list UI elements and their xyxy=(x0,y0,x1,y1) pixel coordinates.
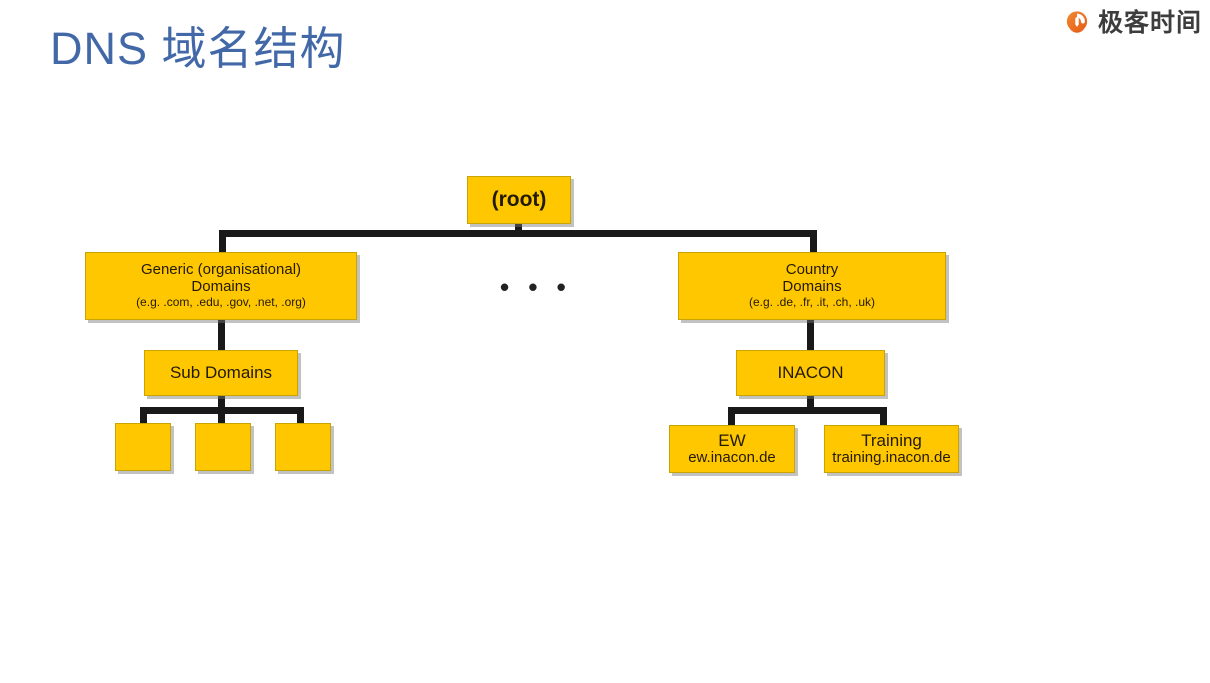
node-ew-line-1: EW xyxy=(718,431,746,451)
node-training-line-2: training.inacon.de xyxy=(832,449,951,467)
brand-logo: 极客时间 xyxy=(1062,8,1202,38)
node-generic-domains-line-1: Generic (organisational) xyxy=(140,261,302,279)
node-country-domains-line-1: Country xyxy=(785,261,839,279)
edge-root-stem xyxy=(515,223,522,236)
node-generic-domains-line-2: Domains xyxy=(191,278,251,296)
edge-training-drop xyxy=(880,407,887,427)
node-sub-child-1 xyxy=(115,423,171,471)
edge-sub-stem xyxy=(218,394,225,410)
node-sub-domains: Sub Domains xyxy=(144,350,298,396)
edge-generic-drop xyxy=(219,230,226,254)
edge-sub-c3-drop xyxy=(297,407,304,425)
node-ew-line-2: ew.inacon.de xyxy=(688,449,776,467)
node-country-domains-line-3: (e.g. .de, .fr, .it, .ch, .uk) xyxy=(748,295,876,310)
node-training-line-1: Training xyxy=(861,431,922,451)
node-root-line-1: (root) xyxy=(491,188,547,212)
edge-inacon-bus xyxy=(728,407,887,414)
node-sub-child-2 xyxy=(195,423,251,471)
node-sub-domains-line-1: Sub Domains xyxy=(169,363,273,383)
edge-sub-c1-drop xyxy=(140,407,147,425)
edge-sub-c2-drop xyxy=(218,407,225,425)
node-inacon: INACON xyxy=(736,350,885,396)
geektime-logo-icon xyxy=(1066,11,1088,33)
edge-ew-drop xyxy=(728,407,735,427)
edge-inacon-stem xyxy=(807,394,814,410)
node-country-domains-line-2: Domains xyxy=(782,278,842,296)
edge-country-drop xyxy=(810,230,817,254)
brand-name: 极客时间 xyxy=(1097,8,1202,37)
node-inacon-line-1: INACON xyxy=(777,363,844,383)
edge-country-stem xyxy=(807,318,814,352)
node-generic-domains: Generic (organisational)Domains(e.g. .co… xyxy=(85,252,357,320)
page-title: DNS 域名结构 xyxy=(50,23,346,74)
edge-root-bus xyxy=(219,230,817,237)
node-generic-domains-line-3: (e.g. .com, .edu, .gov, .net, .org) xyxy=(136,295,306,310)
ellipsis-marker: • • • xyxy=(500,272,572,302)
edge-generic-stem xyxy=(218,318,225,352)
node-root: (root) xyxy=(467,176,571,224)
node-sub-child-3 xyxy=(275,423,331,471)
